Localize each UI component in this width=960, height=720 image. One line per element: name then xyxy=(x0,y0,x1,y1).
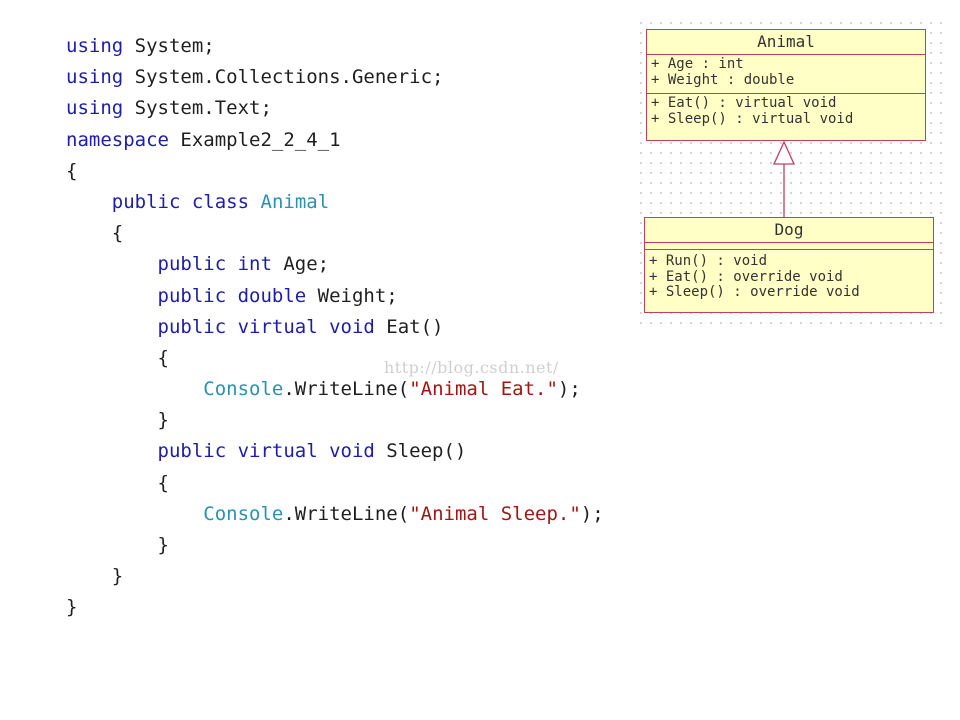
code-line: using System.Text; xyxy=(66,93,604,124)
code-line: public double Weight; xyxy=(66,281,604,312)
uml-class-dog: Dog + Run() : void + Eat() : override vo… xyxy=(644,217,934,313)
code-token: namespace xyxy=(66,128,169,151)
uml-methods: + Run() : void + Eat() : override void +… xyxy=(645,250,933,303)
code-token: "Animal Sleep." xyxy=(409,502,581,525)
uml-method: + Sleep() : override void xyxy=(649,284,860,300)
code-token: System; xyxy=(123,35,215,57)
code-line: } xyxy=(66,592,604,623)
code-token: Example2_2_4_1 xyxy=(168,128,341,151)
code-token: } xyxy=(66,596,78,619)
code-line: public virtual void Eat() xyxy=(66,312,604,343)
uml-attribute: + Weight : double xyxy=(651,71,795,88)
uml-method: + Run() : void xyxy=(649,253,768,269)
code-line: } xyxy=(66,530,604,561)
uml-methods: + Eat() : virtual void + Sleep() : virtu… xyxy=(647,94,925,129)
code-line: public int Age; xyxy=(66,249,604,280)
generalization-arrowhead-icon xyxy=(772,140,796,165)
code-listing: using System;using System.Collections.Ge… xyxy=(66,31,604,624)
code-line: public class Animal xyxy=(66,187,604,218)
code-token: ); xyxy=(557,378,581,401)
code-token: using xyxy=(66,66,124,89)
code-token: Console xyxy=(203,378,284,401)
code-token: public int xyxy=(157,253,272,276)
code-token: .WriteLine( xyxy=(283,378,410,401)
code-line: { xyxy=(66,218,604,249)
code-token: { xyxy=(66,159,78,182)
code-token: Eat() xyxy=(374,315,444,338)
code-token: Age; xyxy=(271,253,330,276)
code-line: namespace Example2_2_4_1 xyxy=(66,125,604,156)
code-token: { xyxy=(66,471,169,494)
code-token: using xyxy=(66,35,124,57)
code-line: } xyxy=(66,561,604,592)
uml-method: + Eat() : override void xyxy=(649,268,843,285)
code-line: { xyxy=(66,343,604,374)
code-token: Animal xyxy=(260,190,330,213)
code-token: public class xyxy=(111,190,250,213)
uml-method: + Eat() : virtual void xyxy=(651,95,837,111)
code-line: Console.WriteLine("Animal Sleep."); xyxy=(66,499,604,530)
code-token: "Animal Eat." xyxy=(409,378,558,401)
code-token: } xyxy=(66,409,169,432)
uml-class-animal: Animal + Age : int + Weight : double + E… xyxy=(646,29,926,141)
code-token: public virtual void xyxy=(157,440,375,463)
code-token: ); xyxy=(580,502,604,525)
uml-attribute: + Age : int xyxy=(651,56,744,72)
code-token: Weight; xyxy=(306,284,398,307)
code-token: Sleep() xyxy=(374,440,467,463)
code-token: public double xyxy=(157,284,307,307)
code-token: { xyxy=(66,222,124,245)
watermark: http://blog.csdn.net/ xyxy=(384,358,559,377)
uml-class-name: Dog xyxy=(645,218,933,243)
uml-method: + Sleep() : virtual void xyxy=(651,110,854,127)
code-token: using xyxy=(66,97,124,120)
uml-class-name: Animal xyxy=(647,30,925,55)
code-line: { xyxy=(66,468,604,499)
uml-attributes: + Age : int + Weight : double xyxy=(647,55,925,94)
code-line: Console.WriteLine("Animal Eat."); xyxy=(66,374,604,405)
code-token: public virtual void xyxy=(157,315,375,338)
code-token: } xyxy=(66,534,169,556)
code-token: { xyxy=(66,346,169,369)
code-token: System.Collections.Generic; xyxy=(123,66,444,89)
code-line: } xyxy=(66,405,604,436)
code-line: public virtual void Sleep() xyxy=(66,436,604,467)
code-token: System.Text; xyxy=(123,97,272,120)
code-line: { xyxy=(66,156,604,187)
code-line: using System; xyxy=(66,31,604,62)
code-line: using System.Collections.Generic; xyxy=(66,62,604,93)
code-token: Console xyxy=(203,502,284,525)
code-token: } xyxy=(66,565,124,588)
uml-attributes xyxy=(645,243,933,250)
code-token: .WriteLine( xyxy=(283,502,410,525)
